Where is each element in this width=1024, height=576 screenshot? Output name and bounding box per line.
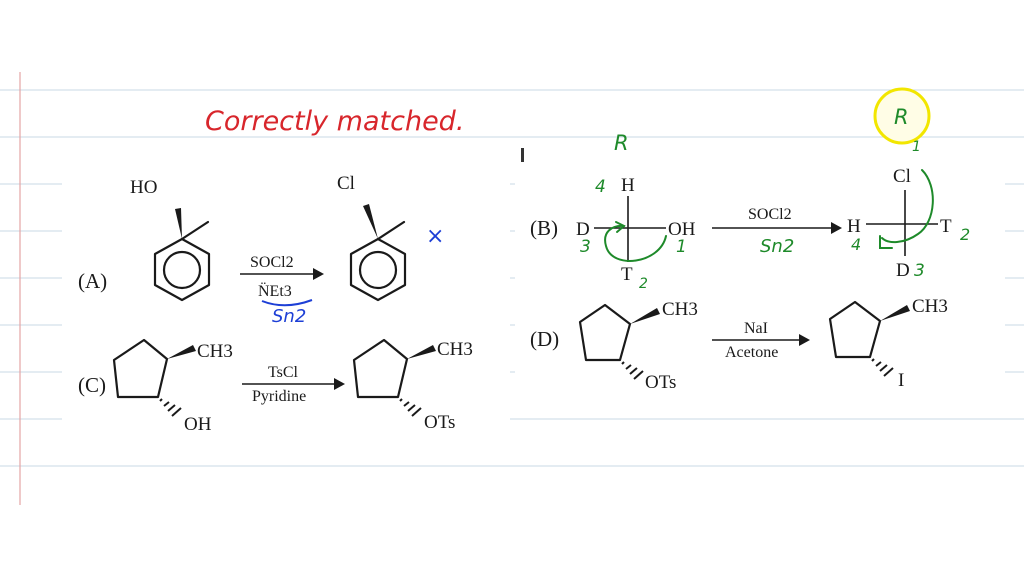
reactant-c-wedge-bond [167,345,196,359]
reactant-c-hash-bond [159,398,182,417]
product-b-right-group: T [940,216,952,237]
reactant-a-aromatic-circle [162,250,202,290]
priority-reactant-oh: 1 [676,237,687,257]
product-c-hash-bond [399,398,422,417]
cross-mark: × [426,224,444,249]
reagent-d-bottom: Acetone [725,344,778,361]
green-rotation-arc-product [881,169,934,244]
reagent-d-top: NaI [744,320,768,337]
reactant-a-methyl-bond [180,220,210,241]
reaction-c: (C) CH3 OH TsCl Pyridine CH3 OTs [78,338,473,435]
product-a-aromatic-circle [358,250,398,290]
reactant-c-hydroxyl: OH [184,414,212,435]
priority-product-d: 3 [914,261,925,281]
highlight-circle [873,87,931,145]
priority-product-t: 2 [960,225,970,244]
chirality-label-product: R [894,105,909,129]
reactant-b-left-group: D [576,219,590,240]
product-d-iodo: I [898,370,904,391]
chirality-label-reactant: R [614,131,629,155]
product-c-wedge-bond [407,345,436,359]
arrow-a-head [313,268,324,280]
label-d: (D) [530,327,559,351]
reactant-c-methyl: CH3 [197,341,233,362]
arrow-c-head [334,378,345,390]
product-b-bottom-group: D [896,260,910,281]
reactant-d-cyclopentane [578,303,632,362]
reaction-a: (A) HO SOCl2 N̈Et3 Sn2 Cl × [78,173,444,327]
label-b: (B) [530,216,558,240]
product-d-hash-bond [871,358,894,377]
reagent-b-top: SOCl2 [748,206,792,223]
reactant-a-wedge-bond [175,208,182,239]
reactant-b-right-group: OH [668,219,696,240]
green-rotation-arrowhead [615,221,626,233]
reaction-d: (D) CH3 OTs NaI Acetone CH3 I [530,296,948,393]
product-c-tosylate: OTs [424,412,455,433]
blue-underline-a [261,299,313,307]
handwritten-title: Correctly matched. [205,106,464,137]
reagent-c-bottom: Pyridine [252,388,306,405]
reagent-a-bottom: N̈Et3 [258,282,292,300]
priority-product-cl: 1 [912,139,921,155]
reactant-a-hydroxyl: HO [130,177,157,198]
reagent-c-top: TsCl [268,364,299,381]
product-a-wedge-bond [363,204,378,239]
green-rotation-arc-reactant [604,224,667,262]
reactant-d-wedge-bond [630,308,660,324]
arrow-d-head [799,334,810,346]
product-a-methyl-bond [376,220,406,241]
product-a-benzene-ring [349,237,407,302]
product-a-chloro: Cl [337,173,355,194]
reactant-d-tosylate: OTs [645,372,676,393]
cursor-mark [521,148,524,162]
reactant-a-benzene-ring [153,237,211,302]
reactant-c-cyclopentane [112,338,169,399]
product-d-wedge-bond [880,305,910,321]
reaction-b: (B) R H D OH T 4 3 1 2 SOCl2 Sn2 R Cl H … [530,87,970,292]
priority-reactant-h: 4 [595,177,606,197]
question-image-left [62,155,510,440]
mechanism-note-a: Sn2 [272,306,306,327]
reagent-a-top: SOCl2 [250,254,294,271]
product-b-left-group: H [847,216,861,237]
priority-reactant-d: 3 [580,237,591,257]
product-d-cyclopentane [828,300,882,359]
product-d-methyl: CH3 [912,296,948,317]
priority-reactant-t: 2 [639,276,648,292]
mechanism-note-b: Sn2 [760,236,794,257]
arrow-b-head [831,222,842,234]
reactant-d-hash-bond [621,361,644,380]
green-bracket-product [879,235,893,249]
product-c-cyclopentane [352,338,409,399]
reactant-b-top-group: H [621,175,635,196]
product-b-top-group: Cl [893,166,911,187]
product-c-methyl: CH3 [437,339,473,360]
label-c: (C) [78,373,106,397]
priority-product-h: 4 [851,235,861,254]
question-image-right [515,140,1005,395]
reactant-d-methyl: CH3 [662,299,698,320]
reactant-b-bottom-group: T [621,264,633,285]
label-a: (A) [78,269,107,293]
